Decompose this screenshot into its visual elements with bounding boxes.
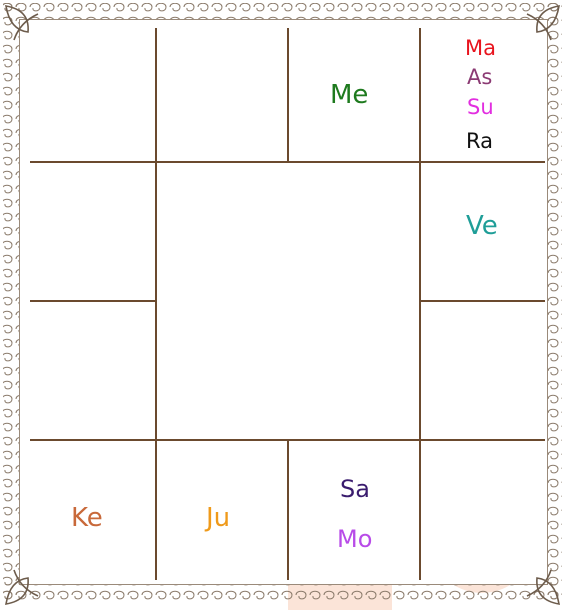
planet-moon: Mo	[337, 527, 372, 551]
planet-saturn: Sa	[340, 477, 370, 501]
planet-rahu: Ra	[466, 131, 493, 152]
planet-venus: Ve	[466, 213, 498, 239]
planet-sun: Su	[467, 97, 494, 118]
planet-mercury: Me	[330, 82, 368, 108]
planet-ketu: Ke	[71, 505, 103, 531]
planet-jupiter: Ju	[206, 505, 230, 531]
planet-mars: Ma	[465, 38, 496, 59]
ascendant: As	[467, 67, 492, 88]
